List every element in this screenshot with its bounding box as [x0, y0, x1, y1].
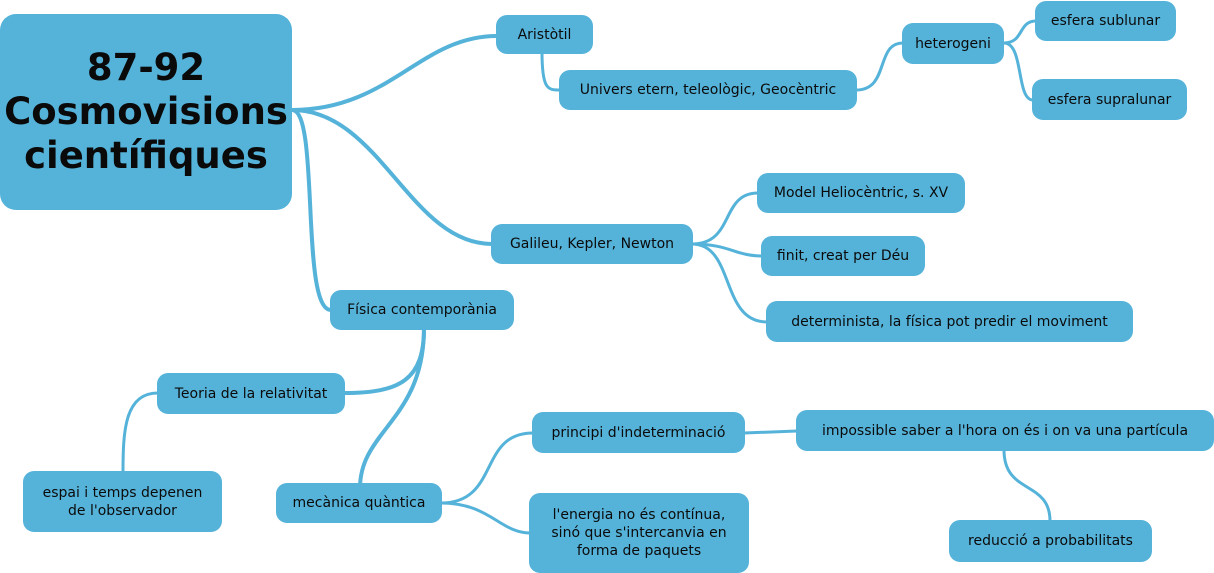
link-indeterminacio-impossible — [742, 429, 799, 435]
topic-finit-creat[interactable]: finit, creat per Déu — [761, 236, 925, 276]
topic-model-heliocentric[interactable]: Model Heliocèntric, s. XV — [757, 173, 965, 213]
link-aristotil-univers — [540, 50, 562, 92]
topic-esfera-supralunar[interactable]: esfera supralunar — [1032, 79, 1187, 120]
topic-principi-indeterminacio[interactable]: principi d'indeterminació — [532, 412, 745, 453]
topic-impossible-saber[interactable]: impossible saber a l'hora on és i on va … — [796, 410, 1214, 451]
root-topic[interactable]: 87-92 Cosmovisions científiques — [0, 14, 292, 210]
root-topic-line-1: 87-92 — [86, 46, 206, 89]
topic-teoria-relativitat[interactable]: Teoria de la relativitat — [157, 373, 345, 414]
link-galileu-determinista — [690, 242, 769, 324]
link-heterogeni-supralunar — [1002, 41, 1035, 102]
link-fisica-relativitat — [342, 326, 426, 395]
topic-determinista[interactable]: determinista, la física pot predir el mo… — [766, 301, 1133, 342]
link-galileu-heliocentric — [690, 191, 760, 246]
topic-univers[interactable]: Univers etern, teleològic, Geocèntric — [559, 70, 857, 110]
link-mecanica-energia — [439, 501, 532, 535]
topic-heterogeni[interactable]: heterogeni — [902, 23, 1004, 64]
link-relativitat-espai — [121, 391, 160, 474]
link-root-aristotil — [290, 34, 499, 112]
link-heterogeni-sublunar — [1002, 19, 1038, 45]
root-topic-line-2: Cosmovisions — [4, 90, 288, 133]
link-root-galileu — [290, 108, 494, 246]
link-univers-heterogeni — [854, 41, 905, 92]
link-mecanica-indeterminacio — [439, 431, 535, 505]
root-topic-line-3: científiques — [24, 134, 268, 177]
topic-esfera-sublunar[interactable]: esfera sublunar — [1035, 1, 1176, 41]
topic-fisica-contemporania[interactable]: Física contemporània — [330, 290, 514, 330]
link-impossible-probabilitats — [1002, 448, 1052, 523]
link-root-fisica — [290, 108, 333, 312]
link-fisica-mecanica — [358, 326, 426, 490]
topic-galileu-kepler-newton[interactable]: Galileu, Kepler, Newton — [491, 224, 693, 264]
topic-espai-temps[interactable]: espai i temps depenen de l'observador — [23, 471, 222, 532]
topic-energia-paquets[interactable]: l'energia no és contínua, sinó que s'int… — [529, 493, 749, 573]
topic-mecanica-quantica[interactable]: mecànica quàntica — [276, 483, 442, 523]
topic-aristotil[interactable]: Aristòtil — [496, 15, 593, 54]
topic-reduccio-probabilitats[interactable]: reducció a probabilitats — [949, 520, 1152, 562]
